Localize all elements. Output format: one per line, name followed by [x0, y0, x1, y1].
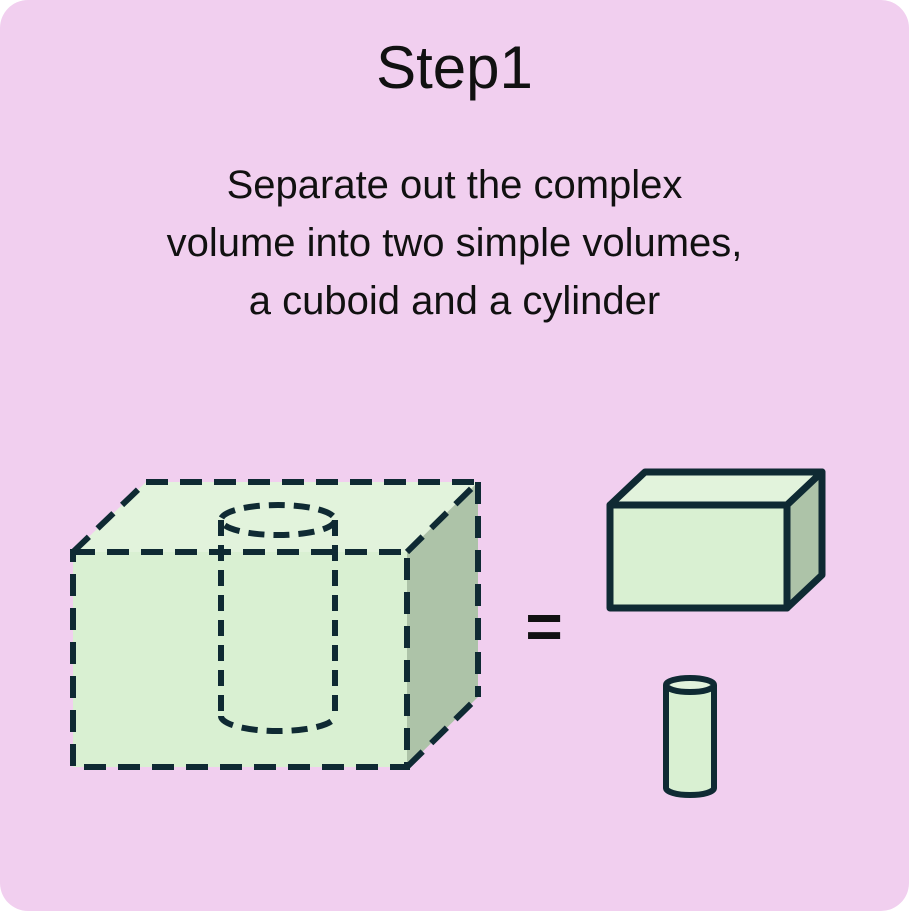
description-line-1: Separate out the complex — [226, 163, 683, 207]
result-cylinder-body — [663, 685, 717, 798]
step-description: Separate out the complex volume into two… — [0, 156, 909, 330]
step-title: Step1 — [376, 34, 533, 101]
result-cuboid — [606, 468, 826, 612]
equals-sign: = — [525, 590, 562, 662]
result-cylinder-top — [663, 675, 717, 695]
result-cylinder — [663, 675, 717, 798]
equals-symbol: = — [525, 590, 562, 662]
composite-cuboid-side-face — [407, 482, 478, 767]
composite-cuboid-front-face — [73, 552, 407, 767]
description-line-3: a cuboid and a cylinder — [248, 279, 661, 323]
result-cuboid-front-face — [606, 501, 791, 612]
composite-cuboid-top-face — [73, 482, 478, 552]
composite-cuboid-with-cylinder — [70, 479, 481, 770]
description-line-2: volume into two simple volumes, — [166, 221, 743, 265]
composite-cuboid-edges — [70, 479, 481, 770]
